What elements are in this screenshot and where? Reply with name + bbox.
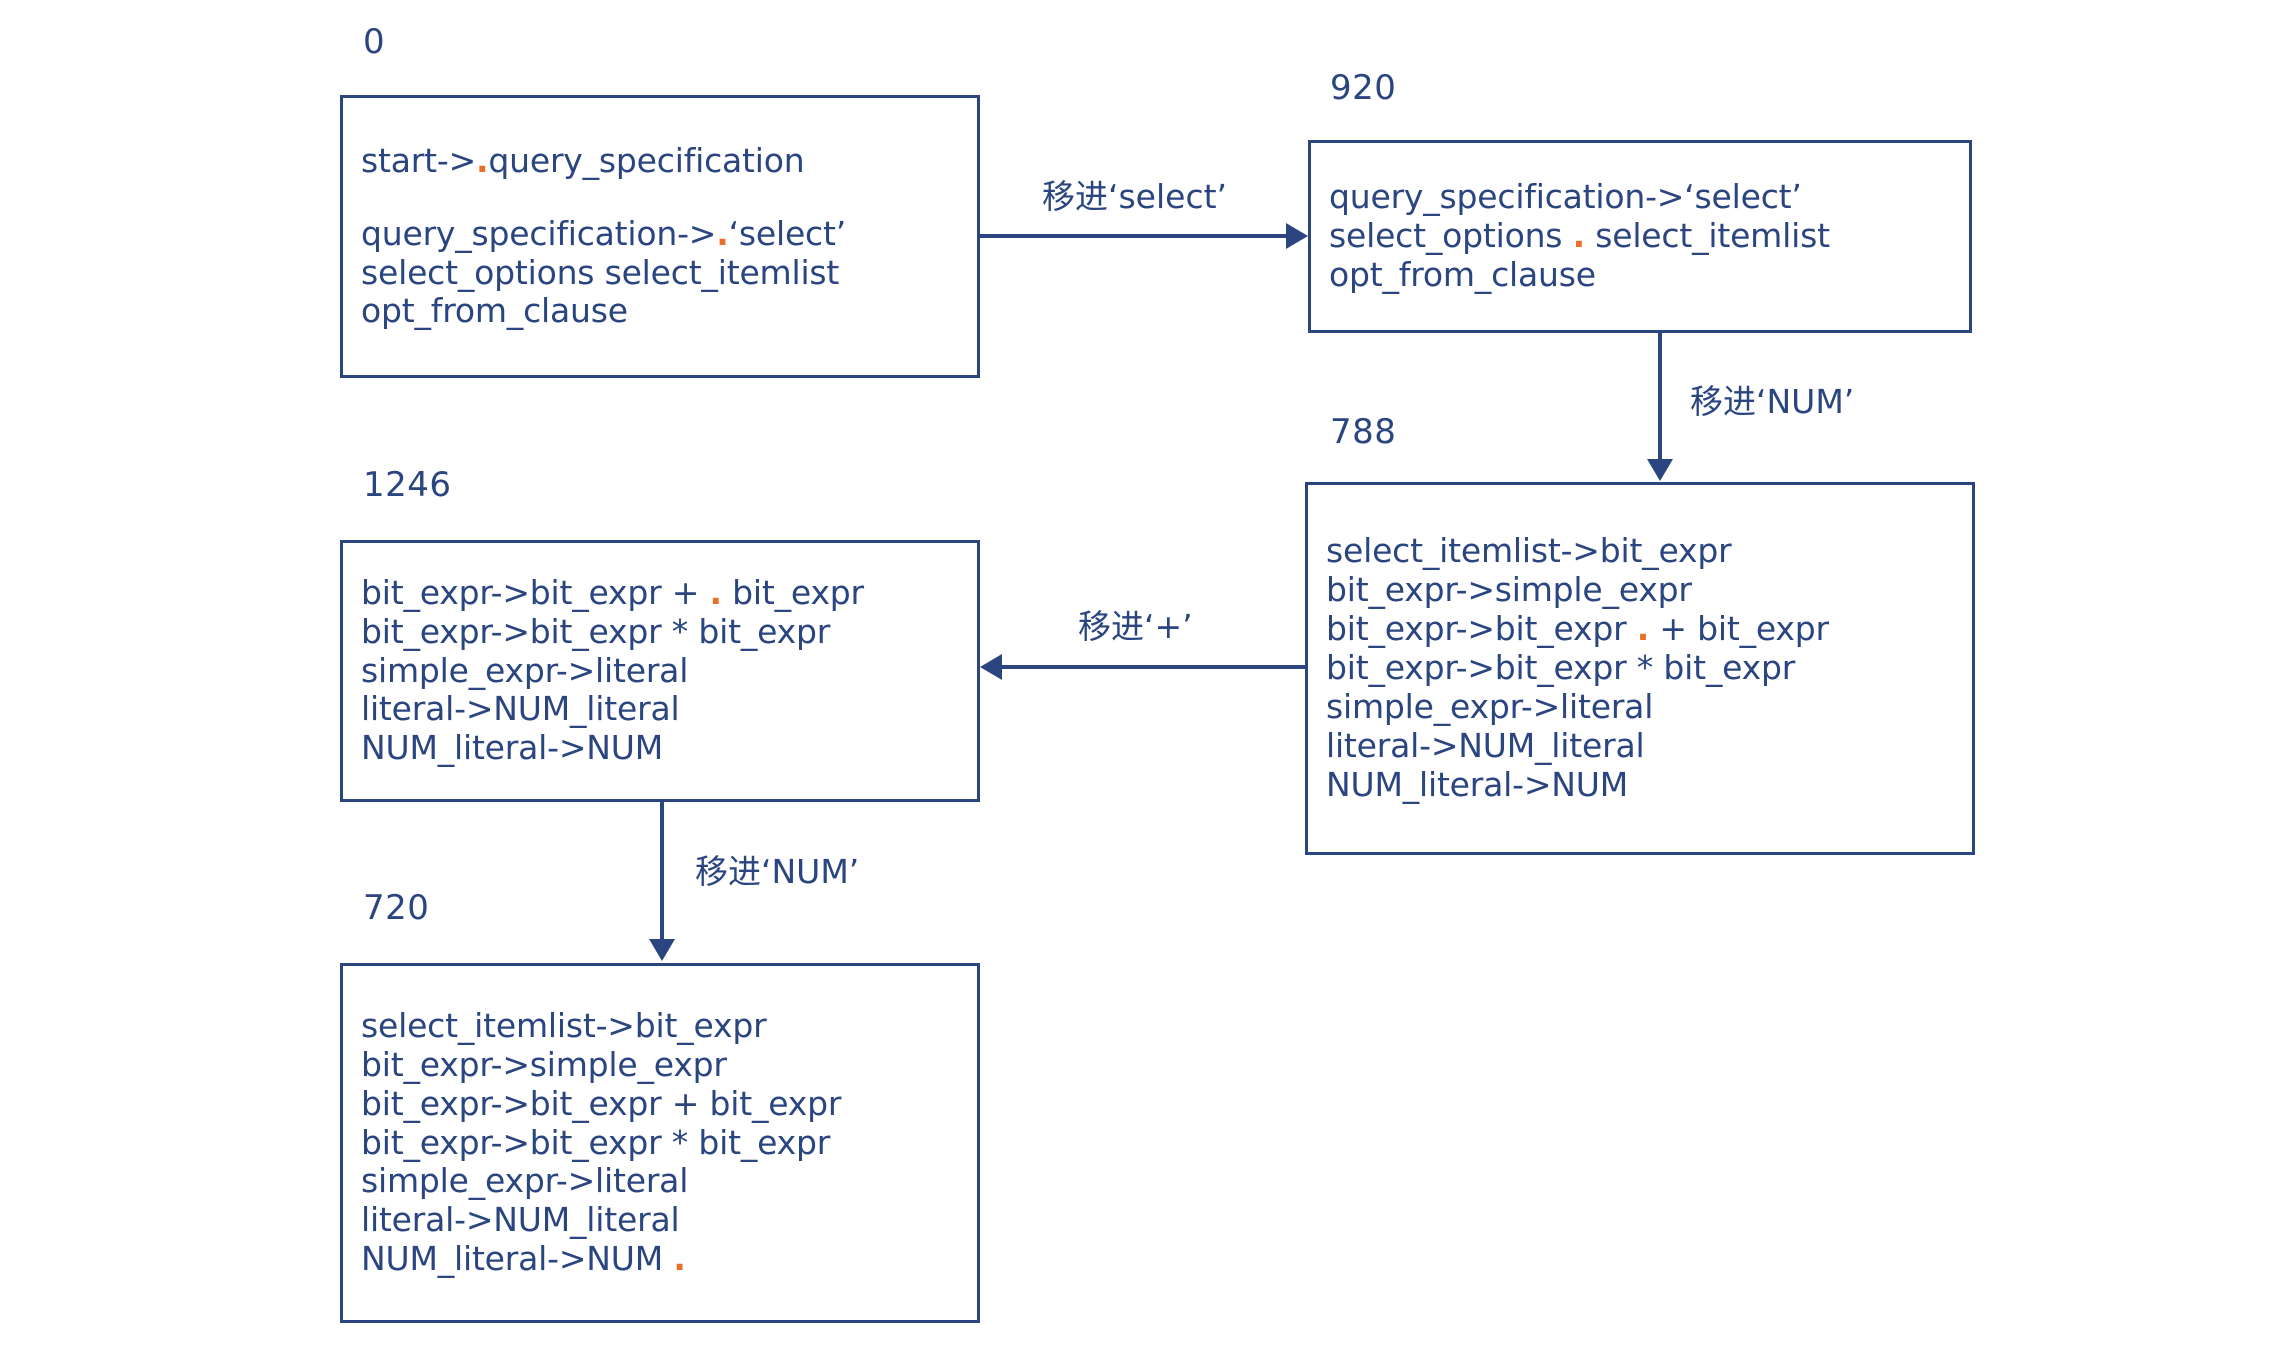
item-text: literal->NUM_literal bbox=[361, 689, 680, 729]
item-text: start-> bbox=[361, 140, 477, 180]
item-line: bit_expr->bit_expr * bit_expr bbox=[361, 611, 959, 652]
state-box-0[interactable]: start->.query_specification query_specif… bbox=[340, 95, 980, 378]
position-dot: . bbox=[716, 213, 729, 253]
item-line: select_itemlist->bit_expr bbox=[1326, 531, 1954, 571]
item-text: opt_from_clause bbox=[1329, 254, 1596, 294]
item-text: bit_expr->bit_expr * bit_expr bbox=[1326, 648, 1796, 688]
item-list-920: query_specification->‘select’ select_opt… bbox=[1311, 177, 1969, 295]
item-text: bit_expr->bit_expr + bit_expr bbox=[361, 1083, 842, 1123]
item-line: literal->NUM_literal bbox=[361, 689, 959, 729]
item-list-1246: bit_expr->bit_expr + . bit_expr bit_expr… bbox=[343, 572, 977, 769]
item-text-after: bit_expr bbox=[721, 572, 864, 612]
item-text: bit_expr->bit_expr + bbox=[361, 572, 710, 612]
state-label-0: 0 bbox=[363, 22, 386, 62]
position-dot: . bbox=[1572, 216, 1586, 256]
edge-label-788-to-1246: 移进‘+’ bbox=[1078, 607, 1193, 646]
edge-line-1246-to-720 bbox=[660, 802, 664, 941]
item-text-after: select_itemlist bbox=[1584, 216, 1830, 256]
item-line: literal->NUM_literal bbox=[1326, 725, 1954, 766]
item-text-after: query_specification bbox=[488, 140, 805, 180]
item-text: query_specification->‘select’ bbox=[1329, 177, 1802, 217]
item-text: select_itemlist->bit_expr bbox=[361, 1005, 767, 1045]
item-line-blank bbox=[361, 181, 959, 215]
item-text: NUM_literal->NUM bbox=[361, 1239, 674, 1279]
item-line: query_specification->.‘select’ bbox=[361, 213, 959, 254]
item-text: simple_expr->literal bbox=[361, 1161, 689, 1201]
item-line: bit_expr->bit_expr * bit_expr bbox=[361, 1122, 959, 1163]
item-line: select_itemlist->bit_expr bbox=[361, 1005, 959, 1046]
item-line: bit_expr->simple_expr bbox=[361, 1044, 959, 1085]
position-dot: . bbox=[673, 1239, 686, 1279]
item-text: NUM_literal->NUM bbox=[361, 728, 664, 768]
state-box-1246[interactable]: bit_expr->bit_expr + . bit_expr bit_expr… bbox=[340, 540, 980, 802]
position-dot: . bbox=[709, 572, 723, 612]
item-text: select_itemlist->bit_expr bbox=[1326, 531, 1732, 571]
state-label-788: 788 bbox=[1330, 412, 1397, 452]
item-line: bit_expr->simple_expr bbox=[1326, 570, 1954, 610]
item-text: simple_expr->literal bbox=[361, 650, 689, 690]
state-label-920: 920 bbox=[1330, 68, 1397, 108]
item-text: opt_from_clause bbox=[361, 291, 628, 331]
item-line: simple_expr->literal bbox=[361, 650, 959, 691]
position-dot: . bbox=[476, 140, 489, 180]
item-text: literal->NUM_literal bbox=[1326, 725, 1645, 765]
item-list-720: select_itemlist->bit_expr bit_expr->simp… bbox=[343, 1005, 977, 1280]
state-label-720: 720 bbox=[363, 888, 430, 928]
item-text: literal->NUM_literal bbox=[361, 1200, 680, 1240]
item-text: select_options bbox=[1329, 216, 1573, 256]
item-text-after: ‘select’ bbox=[728, 213, 847, 253]
item-list-0: start->.query_specification query_specif… bbox=[343, 140, 977, 332]
state-box-788[interactable]: select_itemlist->bit_expr bit_expr->simp… bbox=[1305, 482, 1975, 855]
edge-line-0-to-920 bbox=[980, 234, 1288, 238]
arrow-head-1246-to-720 bbox=[649, 939, 675, 961]
edge-line-788-to-1246 bbox=[1000, 665, 1305, 669]
position-dot: . bbox=[1636, 609, 1650, 649]
item-text: bit_expr->simple_expr bbox=[361, 1044, 727, 1084]
arrow-head-788-to-1246 bbox=[980, 654, 1002, 680]
item-text: NUM_literal->NUM bbox=[1326, 764, 1629, 804]
item-line: simple_expr->literal bbox=[361, 1161, 959, 1201]
item-list-788: select_itemlist->bit_expr bit_expr->simp… bbox=[1308, 531, 1972, 805]
edge-label-920-to-788: 移进‘NUM’ bbox=[1690, 382, 1855, 421]
arrow-head-0-to-920 bbox=[1286, 223, 1308, 249]
item-line: NUM_literal->NUM bbox=[361, 728, 959, 768]
item-line: opt_from_clause bbox=[1329, 254, 1951, 295]
item-text: select_options select_itemlist bbox=[361, 252, 840, 292]
item-line: start->.query_specification bbox=[361, 140, 959, 181]
state-box-920[interactable]: query_specification->‘select’ select_opt… bbox=[1308, 140, 1972, 333]
item-line: NUM_literal->NUM bbox=[1326, 764, 1954, 805]
item-line: literal->NUM_literal bbox=[361, 1200, 959, 1240]
item-line: bit_expr->bit_expr + . bit_expr bbox=[361, 572, 959, 613]
item-line: select_options . select_itemlist bbox=[1329, 216, 1951, 256]
item-line: bit_expr->bit_expr . + bit_expr bbox=[1326, 609, 1954, 649]
edge-label-0-to-920: 移进‘select’ bbox=[1042, 177, 1228, 216]
state-box-720[interactable]: select_itemlist->bit_expr bit_expr->simp… bbox=[340, 963, 980, 1323]
item-text: bit_expr->bit_expr bbox=[1326, 609, 1637, 649]
item-line: simple_expr->literal bbox=[1326, 686, 1954, 727]
item-text: bit_expr->bit_expr * bit_expr bbox=[361, 1122, 831, 1162]
item-line: bit_expr->bit_expr * bit_expr bbox=[1326, 648, 1954, 688]
item-text: bit_expr->bit_expr * bit_expr bbox=[361, 611, 831, 651]
item-line: bit_expr->bit_expr + bit_expr bbox=[361, 1083, 959, 1124]
item-text-after: + bit_expr bbox=[1649, 609, 1829, 649]
edge-label-1246-to-720: 移进‘NUM’ bbox=[695, 852, 860, 891]
arrow-head-920-to-788 bbox=[1647, 459, 1673, 481]
item-line: select_options select_itemlist bbox=[361, 252, 959, 293]
state-label-1246: 1246 bbox=[363, 465, 452, 505]
item-line: NUM_literal->NUM . bbox=[361, 1239, 959, 1279]
item-line: opt_from_clause bbox=[361, 291, 959, 331]
item-text: query_specification-> bbox=[361, 213, 717, 253]
edge-line-920-to-788 bbox=[1658, 333, 1662, 461]
item-line: query_specification->‘select’ bbox=[1329, 177, 1951, 217]
item-text: simple_expr->literal bbox=[1326, 686, 1654, 726]
item-text: bit_expr->simple_expr bbox=[1326, 570, 1692, 610]
